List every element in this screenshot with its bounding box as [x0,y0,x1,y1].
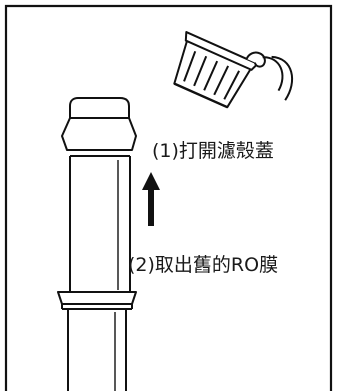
filter-housing-icon [57,291,137,391]
step-2-label: (2)取出舊的RO膜 [128,254,278,276]
ro-membrane-icon [61,97,137,292]
filter-cap-icon [173,31,294,109]
illustration-frame [4,4,333,391]
step-1-label: (1)打開濾殼蓋 [152,140,274,162]
up-arrow-icon [142,172,160,226]
